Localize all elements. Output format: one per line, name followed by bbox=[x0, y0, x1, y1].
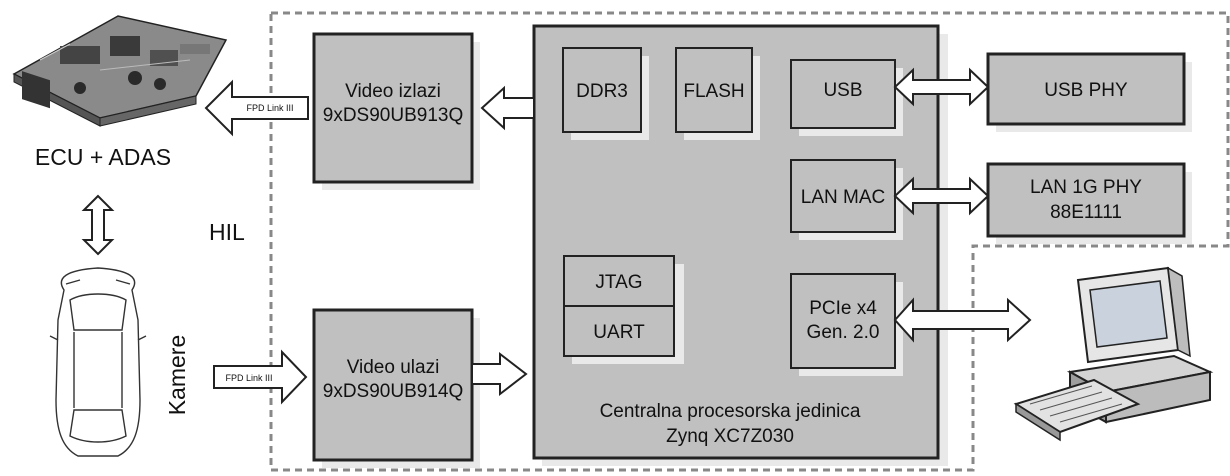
car-top-view-icon bbox=[49, 267, 147, 457]
ddr3-label: DDR3 bbox=[576, 81, 628, 102]
lan-bidirectional-arrow bbox=[893, 176, 990, 216]
video-in-line2: 9xDS90UB914Q bbox=[323, 381, 463, 402]
jtag-label: JTAG bbox=[595, 272, 642, 293]
pcie-bidirectional-arrow bbox=[893, 297, 1032, 343]
flash-block bbox=[675, 47, 753, 133]
computer-icon bbox=[1013, 266, 1214, 442]
usb-block bbox=[790, 59, 896, 129]
usb-phy-label: USB PHY bbox=[1044, 80, 1128, 101]
flash-label: FLASH bbox=[683, 81, 744, 102]
hil-vertical-arrow bbox=[81, 194, 115, 256]
usb-bidirectional-arrow bbox=[893, 67, 990, 107]
uart-block bbox=[563, 305, 675, 357]
lan-phy-block bbox=[986, 162, 1186, 238]
pcie-line1: PCIe x4 bbox=[809, 298, 877, 319]
video-out-block bbox=[312, 32, 474, 184]
lan-phy-line1: LAN 1G PHY bbox=[1030, 177, 1142, 198]
lan-mac-block bbox=[790, 159, 896, 233]
hil-label: HIL bbox=[209, 219, 245, 245]
lan-mac-label: LAN MAC bbox=[801, 187, 885, 208]
usb-phy-block bbox=[986, 52, 1186, 126]
usb-label: USB bbox=[823, 80, 862, 101]
fpd-link-out-arrow bbox=[204, 79, 309, 137]
fpd-link-out-label: FPD Link III bbox=[246, 103, 293, 113]
jtag-block bbox=[563, 255, 675, 307]
cpu-line1: Centralna procesorska jedinica bbox=[600, 401, 861, 422]
pcie-block bbox=[790, 273, 896, 369]
video-in-line1: Video ulazi bbox=[347, 357, 440, 378]
fpd-link-in-arrow bbox=[213, 349, 308, 405]
cpu-to-video-out-arrow bbox=[480, 85, 535, 131]
ecu-board-icon bbox=[12, 15, 228, 127]
video-out-line2: 9xDS90UB913Q bbox=[323, 105, 463, 126]
hil-boundary bbox=[269, 11, 1230, 472]
pcie-line2: Gen. 2.0 bbox=[807, 322, 880, 343]
fpd-link-in-label: FPD Link III bbox=[225, 373, 272, 383]
video-in-to-cpu-arrow bbox=[471, 351, 528, 397]
cpu-line2: Zynq XC7Z030 bbox=[666, 426, 794, 447]
kamere-label: Kamere bbox=[164, 335, 190, 416]
ecu-adas-label: ECU + ADAS bbox=[35, 144, 171, 170]
video-in-block bbox=[312, 308, 474, 462]
lan-phy-line2: 88E1111 bbox=[1050, 202, 1122, 223]
uart-label: UART bbox=[593, 322, 645, 343]
video-out-line1: Video izlazi bbox=[345, 81, 441, 102]
ddr3-block bbox=[562, 47, 642, 133]
